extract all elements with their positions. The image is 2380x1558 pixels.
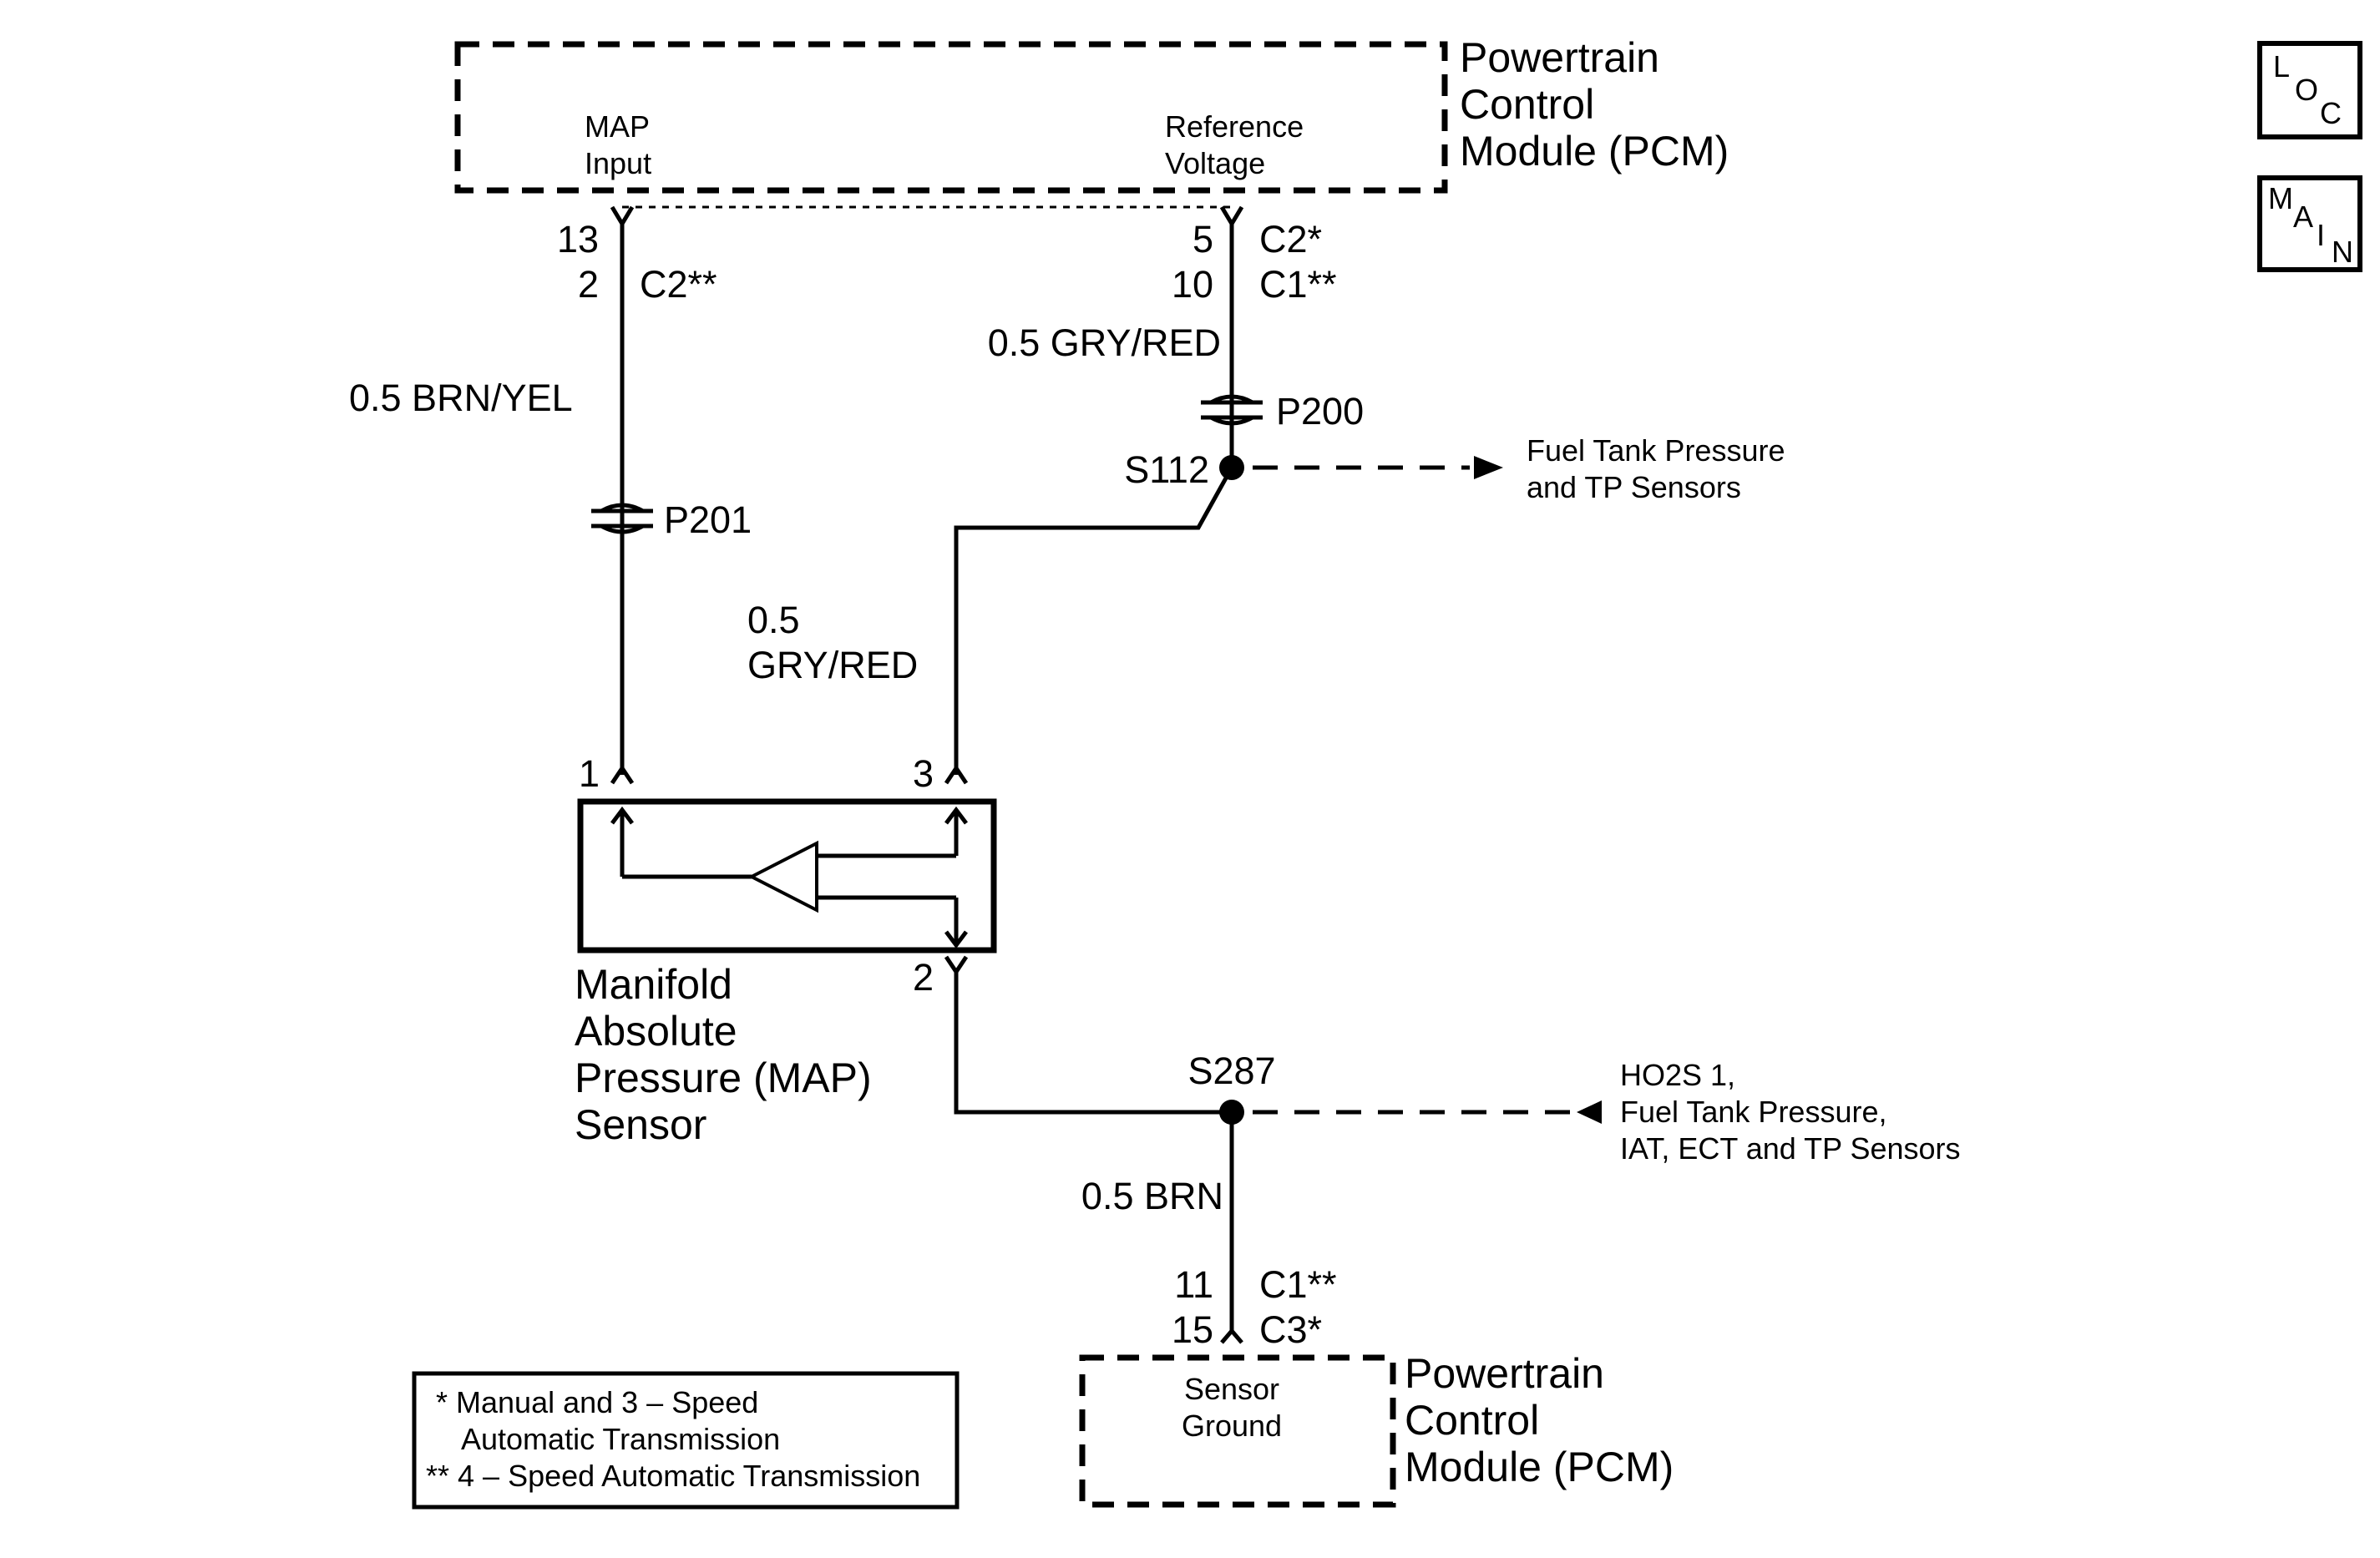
sensor-pin-2: 2: [913, 956, 934, 999]
ref-voltage-label-1: Reference: [1165, 109, 1304, 144]
ref-wire-lower: [954, 466, 1234, 775]
sensor-pin-3-fork: [944, 764, 969, 785]
main-letter-i: I: [2317, 218, 2325, 252]
sensor-pin-1-fork: [610, 764, 635, 785]
sensor-pin-1: 1: [579, 752, 600, 795]
pcm-top-title-2: Control: [1460, 81, 1594, 128]
splice-s287: S287: [1187, 1050, 1275, 1092]
main-button[interactable]: M A I N: [2257, 175, 2362, 272]
connector-p200-symbol: [1201, 394, 1263, 426]
main-letter-n: N: [2332, 235, 2353, 269]
sensor-name-4: Sensor: [575, 1101, 706, 1148]
gnd-pin-15: 15: [1172, 1308, 1213, 1351]
legend-box: [412, 1371, 960, 1510]
legend-line-3: ** 4 – Speed Automatic Transmission: [426, 1459, 920, 1493]
pcm-top: Powertrain Control Module (PCM) MAP Inpu…: [454, 34, 1729, 209]
map-input-label-2: Input: [585, 146, 651, 180]
ref-pin-5: 5: [1193, 218, 1213, 261]
ref-connector-c1: C1**: [1259, 263, 1337, 306]
pcm-pin-fork-map: [610, 205, 635, 228]
connector-p201: P201: [664, 498, 752, 541]
pcm-bottom-title-1: Powertrain: [1405, 1350, 1604, 1397]
ground-wire-color: 0.5 BRN: [1081, 1175, 1223, 1217]
connector-p200: P200: [1276, 390, 1364, 432]
pcm-bottom: Sensor Ground Powertrain Control Module …: [1079, 1350, 1674, 1508]
s112-ref-arrow: [1474, 456, 1503, 479]
connector-p201-symbol: [591, 503, 653, 534]
loc-letter-c: C: [2320, 96, 2342, 130]
loc-letter-l: L: [2273, 49, 2290, 83]
ref-pin-10: 10: [1172, 263, 1213, 306]
map-pin-13: 13: [557, 218, 599, 261]
sensor-arrow-head-3: [944, 806, 968, 825]
s287-ref-label-1: HO2S 1,: [1620, 1058, 1735, 1092]
sensor-ground-label-2: Ground: [1182, 1409, 1282, 1443]
legend: * Manual and 3 – Speed Automatic Transmi…: [412, 1371, 960, 1510]
ref-connector-c2: C2*: [1259, 218, 1322, 261]
sensor-pin-2-fork: [944, 955, 969, 976]
ground-wire-sensor: [954, 972, 1232, 1115]
loc-letter-o: O: [2295, 73, 2318, 107]
map-signal-circuit: 13 2 C2** 0.5 BRN/YEL P201 1: [349, 205, 752, 795]
ref-wire-color-lower-1: 0.5: [747, 599, 800, 641]
pcm-top-title-3: Module (PCM): [1460, 128, 1729, 175]
sensor-arrow-head-1: [610, 806, 634, 825]
main-letter-m: M: [2268, 181, 2293, 215]
pcm-pin-fork-ground: [1220, 1328, 1243, 1344]
s112-ref-label-2: and TP Sensors: [1527, 470, 1741, 504]
s287-ref-label-3: IAT, ECT and TP Sensors: [1620, 1131, 1961, 1166]
s112-ref-label-1: Fuel Tank Pressure: [1527, 433, 1785, 468]
map-wire-color: 0.5 BRN/YEL: [349, 377, 573, 419]
gnd-connector-c1: C1**: [1259, 1263, 1337, 1306]
s287-ref-arrow: [1577, 1100, 1602, 1124]
pcm-top-box: [454, 41, 1448, 194]
map-sensor-box: [577, 798, 997, 954]
sensor-name-2: Absolute: [575, 1008, 737, 1055]
pcm-bottom-title-3: Module (PCM): [1405, 1444, 1674, 1490]
ref-wire-color-upper: 0.5 GRY/RED: [988, 321, 1221, 364]
main-button-frame[interactable]: [2257, 175, 2362, 272]
loc-button[interactable]: L O C: [2257, 41, 2362, 139]
legend-line-2: Automatic Transmission: [461, 1422, 780, 1456]
gnd-connector-c3: C3*: [1259, 1308, 1322, 1351]
pcm-top-title-1: Powertrain: [1460, 34, 1659, 81]
main-letter-a: A: [2293, 200, 2313, 234]
sensor-arrow-head-2: [944, 930, 968, 949]
sensor-name-1: Manifold: [575, 961, 732, 1008]
pcm-bottom-box: [1079, 1354, 1396, 1508]
ref-voltage-label-2: Voltage: [1165, 146, 1265, 180]
s287-ref-label-2: Fuel Tank Pressure,: [1620, 1095, 1886, 1129]
gnd-pin-11: 11: [1174, 1263, 1213, 1306]
pcm-pin-fork-ref: [1219, 205, 1244, 228]
sensor-amplifier-icon: [747, 840, 818, 913]
map-pin-2: 2: [578, 263, 599, 306]
splice-s112: S112: [1124, 448, 1209, 491]
sensor-pin-3: 3: [913, 752, 934, 795]
ref-voltage-circuit: 5 C2* 10 C1** 0.5 GRY/RED P200 S112 Fuel…: [747, 205, 1785, 795]
loc-button-frame[interactable]: [2257, 41, 2362, 139]
ref-wire-color-lower-2: GRY/RED: [747, 644, 918, 686]
ground-circuit: 2 S287 HO2S 1, Fuel Tank Pressure, IAT, …: [913, 955, 1961, 1351]
map-input-label-1: MAP: [585, 109, 650, 144]
legend-line-1: * Manual and 3 – Speed: [436, 1385, 758, 1419]
sensor-name-3: Pressure (MAP): [575, 1055, 872, 1101]
map-sensor: Manifold Absolute Pressure (MAP) Sensor: [575, 798, 997, 1148]
map-connector-c2: C2**: [640, 263, 717, 306]
sensor-ground-label-1: Sensor: [1184, 1372, 1279, 1406]
pcm-bottom-title-2: Control: [1405, 1397, 1539, 1444]
